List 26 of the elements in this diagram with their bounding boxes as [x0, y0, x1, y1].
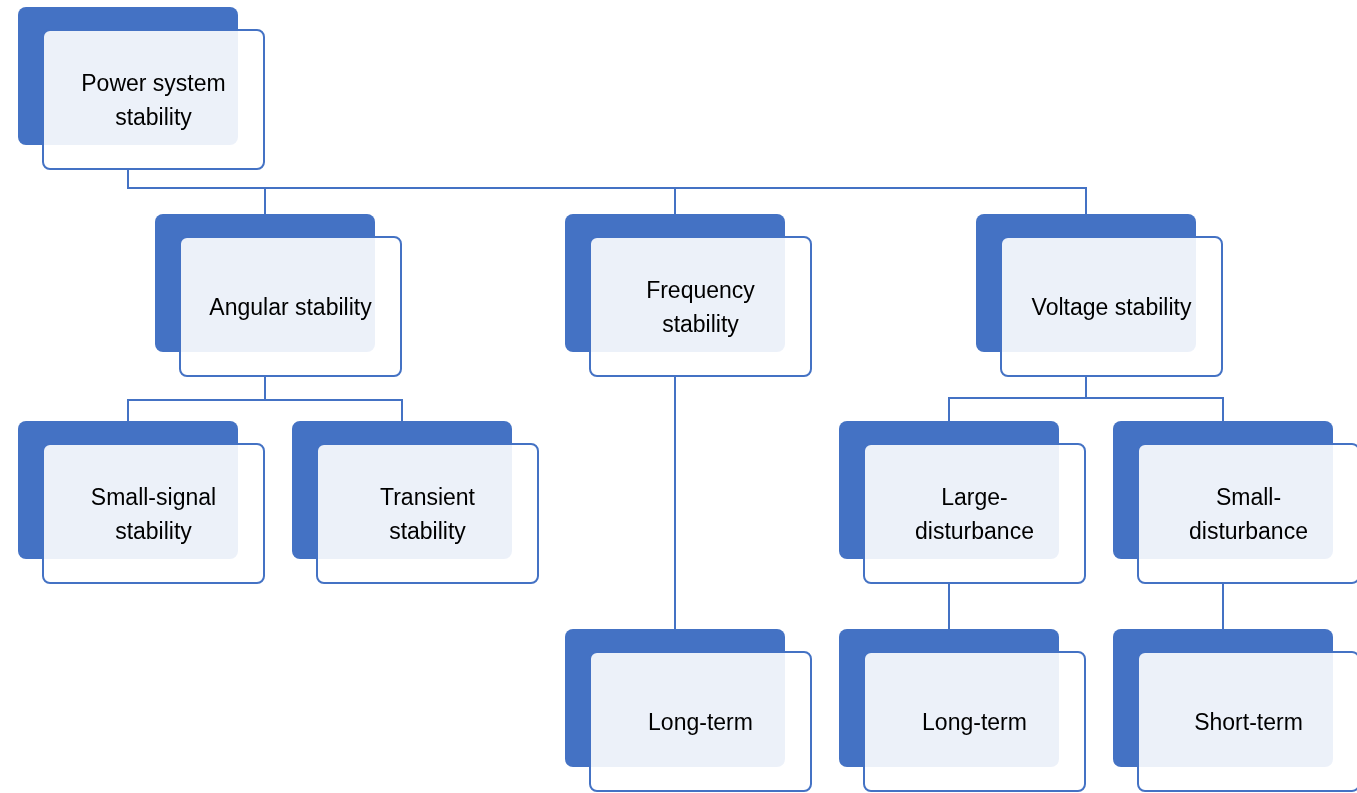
- connector-line: [948, 583, 950, 630]
- stacked-card: [839, 629, 1086, 792]
- category-box: Long-term: [589, 651, 812, 792]
- stacked-card: [292, 421, 539, 584]
- connector-line: [674, 376, 676, 630]
- connector-line: [1085, 376, 1224, 422]
- category-box: Angular stability: [179, 236, 402, 377]
- stacked-card: [18, 7, 265, 170]
- category-box: Power system stability: [42, 29, 265, 170]
- category-box: Small-disturbance: [1137, 443, 1357, 584]
- category-box: Transient stability: [316, 443, 539, 584]
- category-box: Small-signal stability: [42, 443, 265, 584]
- stacked-card: [155, 214, 402, 377]
- connector-line: [1222, 583, 1224, 630]
- category-box: Long-term: [863, 651, 1086, 792]
- stacked-card: [1113, 421, 1357, 584]
- category-box: Frequency stability: [589, 236, 812, 377]
- stacked-card: [565, 214, 812, 377]
- category-box: Large-disturbance: [863, 443, 1086, 584]
- category-box: Short-term: [1137, 651, 1357, 792]
- stacked-card: [18, 421, 265, 584]
- stacked-card: [839, 421, 1086, 584]
- category-box: Voltage stability: [1000, 236, 1223, 377]
- stacked-card: [1113, 629, 1357, 792]
- stacked-card: [565, 629, 812, 792]
- stacked-card: [976, 214, 1223, 377]
